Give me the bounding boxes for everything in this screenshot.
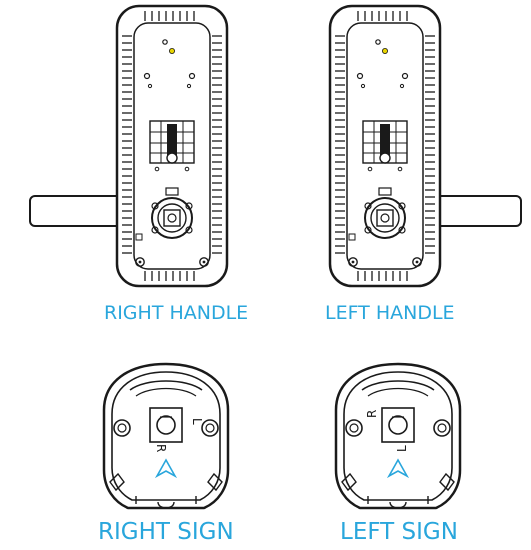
- right-sign-top-letter: L: [190, 418, 204, 425]
- left-sign-drawing: R L: [334, 362, 462, 510]
- left-sign-bottom-letter: L: [395, 445, 409, 452]
- right-sign-caption: RIGHT SIGN: [98, 519, 234, 545]
- right-handle-drawing: [29, 4, 229, 288]
- right-handle-caption: RIGHT HANDLE: [104, 302, 249, 324]
- left-sign-caption: LEFT SIGN: [340, 519, 458, 545]
- left-sign-top-letter: R: [365, 410, 379, 418]
- left-handle-drawing: [328, 4, 522, 288]
- right-sign-bottom-letter: R: [154, 444, 168, 452]
- right-handle-lever: [29, 195, 131, 227]
- right-sign-drawing: L R: [102, 362, 230, 510]
- direction-arrow-icon: [154, 458, 178, 479]
- left-handle-caption: LEFT HANDLE: [325, 302, 455, 324]
- direction-arrow-icon: [386, 458, 410, 479]
